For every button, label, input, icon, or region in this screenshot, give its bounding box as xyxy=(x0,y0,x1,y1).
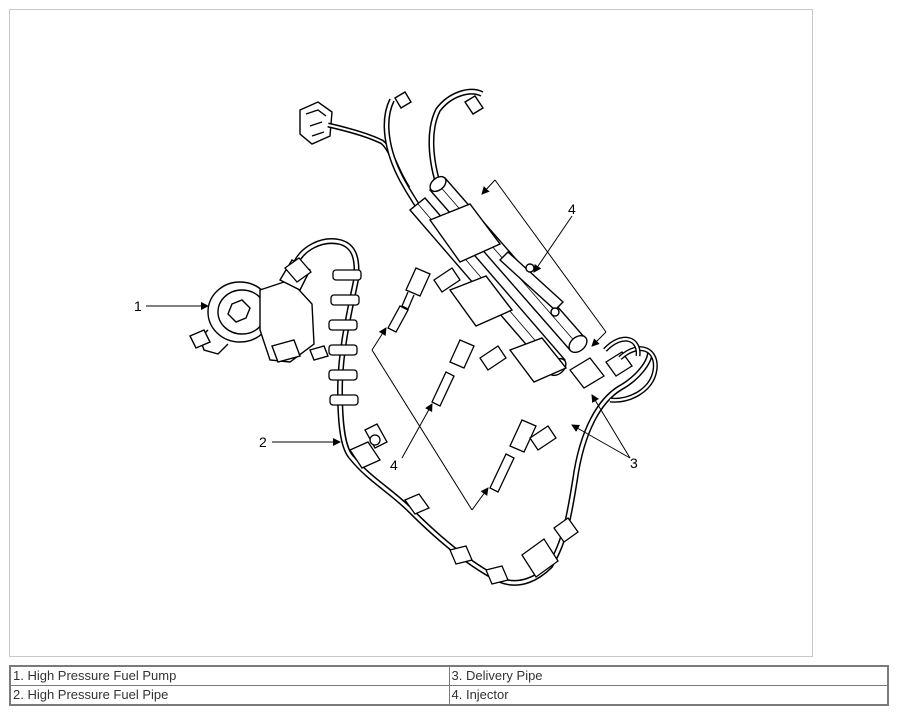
legend-cell: 2. High Pressure Fuel Pipe xyxy=(9,685,450,706)
fuel-system-illustration: 1 2 3 4 4 xyxy=(134,88,658,586)
diagram-frame: 1 2 3 4 4 xyxy=(9,9,813,657)
parts-legend-table: 1. High Pressure Fuel Pump 3. Delivery P… xyxy=(9,665,889,706)
high-pressure-fuel-pipe xyxy=(284,238,658,586)
high-pressure-fuel-pump xyxy=(189,259,329,363)
legend-cell: 3. Delivery Pipe xyxy=(448,665,889,686)
legend-cell: 4. Injector xyxy=(448,685,889,706)
callout-1: 1 xyxy=(134,298,142,314)
legend-row: 2. High Pressure Fuel Pipe 4. Injector xyxy=(9,685,889,706)
legend-cell: 1. High Pressure Fuel Pump xyxy=(9,665,450,686)
callout-4-upper: 4 xyxy=(568,201,576,217)
injectors xyxy=(387,267,557,493)
callout-3: 3 xyxy=(630,455,638,471)
leader-lines xyxy=(146,179,631,511)
callout-2: 2 xyxy=(259,434,267,450)
callout-4-lower: 4 xyxy=(390,457,398,473)
delivery-pipe-assembly xyxy=(408,175,588,383)
legend-row: 1. High Pressure Fuel Pump 3. Delivery P… xyxy=(9,665,889,686)
